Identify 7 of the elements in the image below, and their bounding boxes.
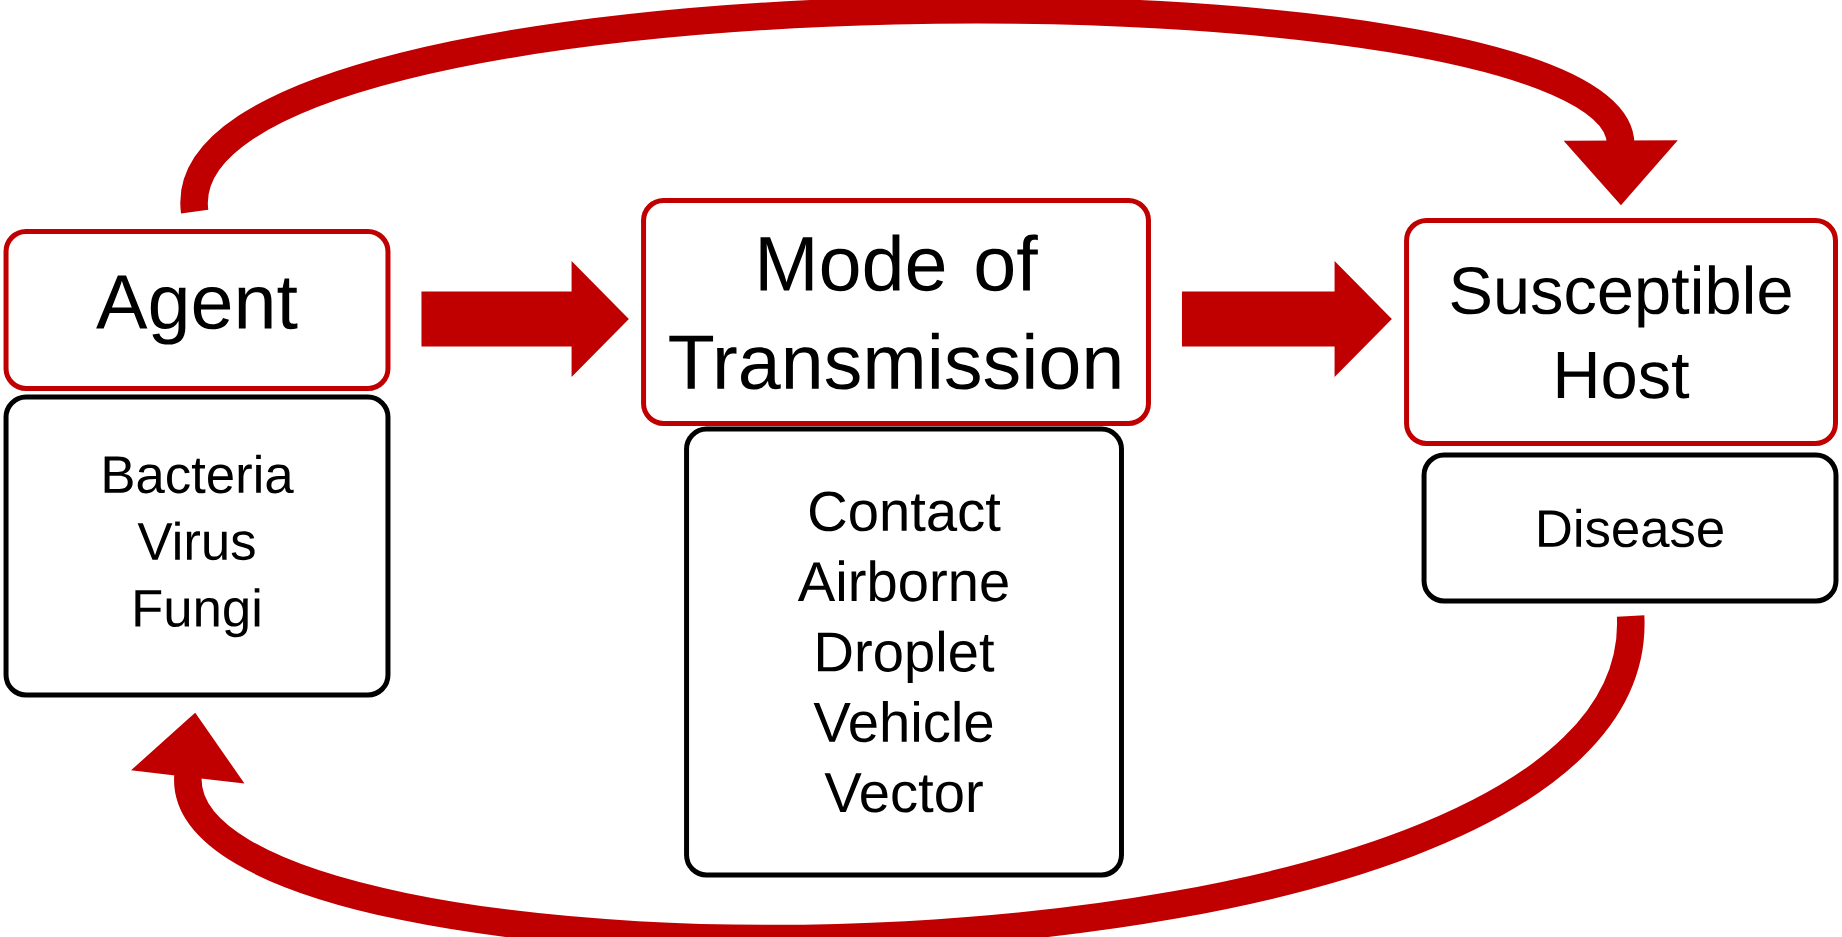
list-box: Bacteria Virus Fungi [3, 394, 391, 698]
heading-box: Susceptible Host [1404, 218, 1838, 446]
list-box: Contact Airborne Droplet Vehicle Vector [684, 426, 1124, 878]
heading-box: Mode of Transmission [641, 198, 1151, 426]
heading-box: Agent [3, 229, 391, 391]
arrow [131, 612, 1644, 937]
list-box: Disease [1421, 452, 1839, 604]
